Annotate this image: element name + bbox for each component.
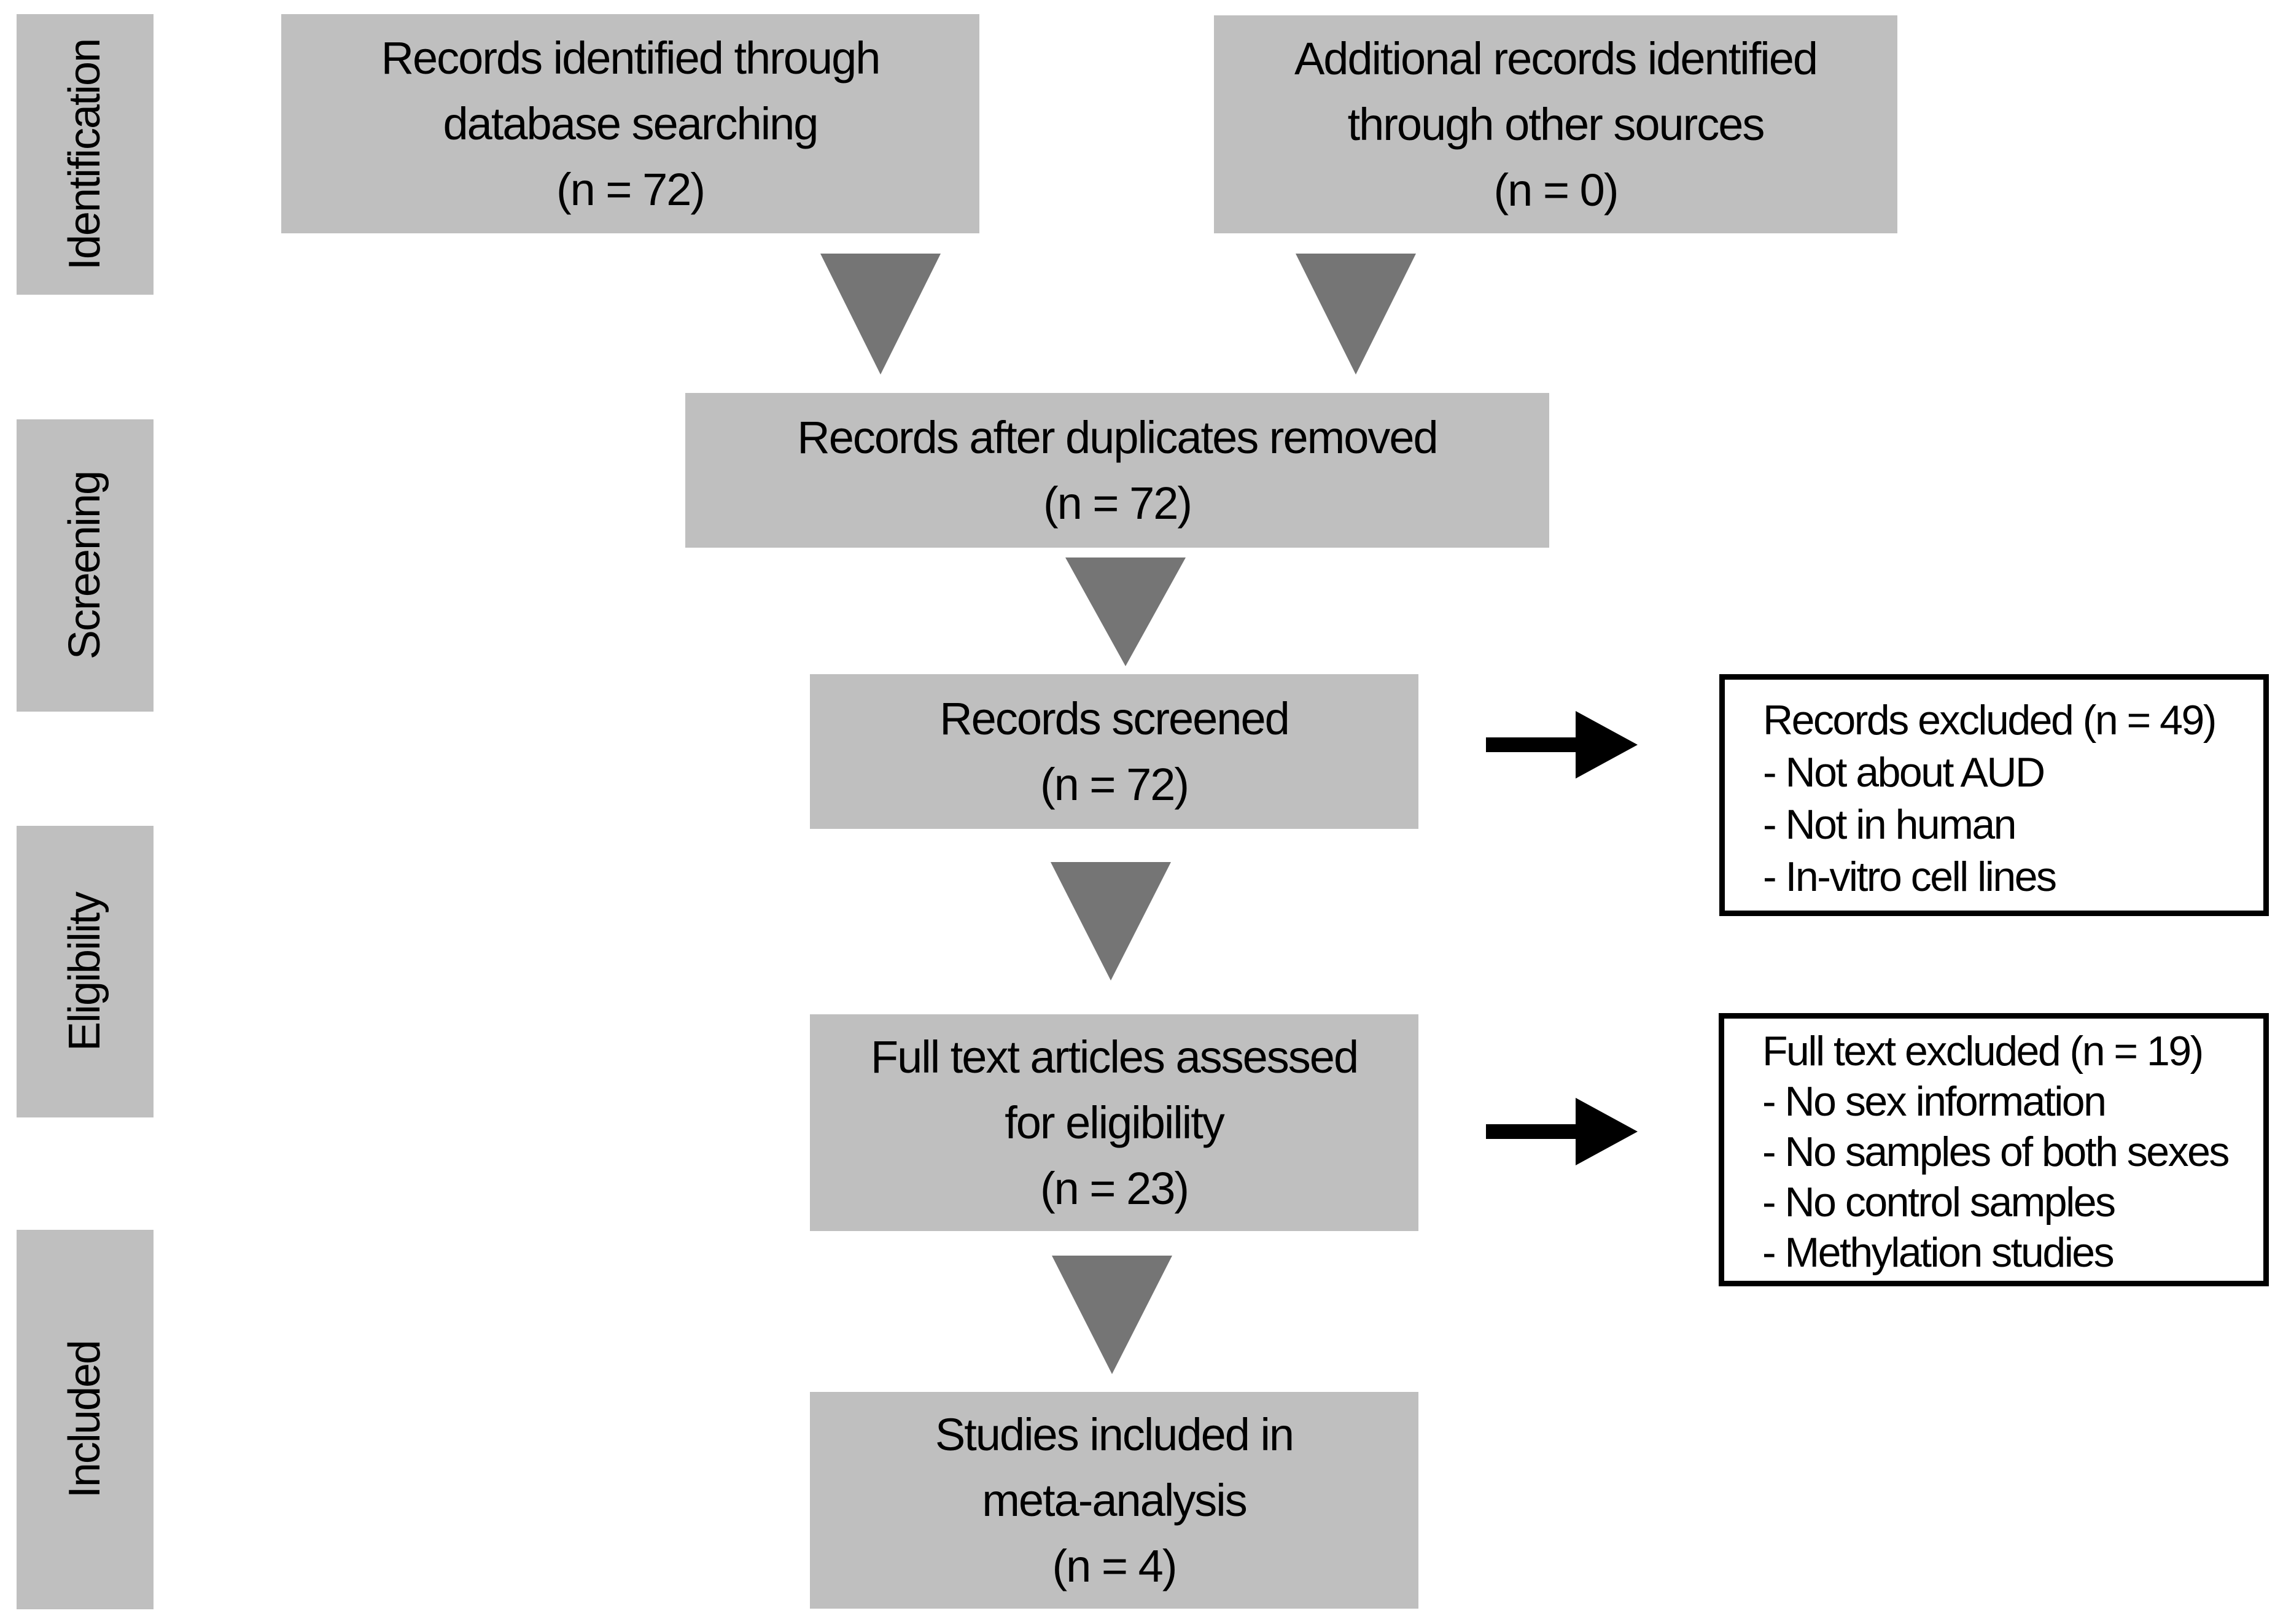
box-studies-included: Studies included in meta-analysis (n = 4…: [810, 1392, 1418, 1609]
box-additional-records: Additional records identified through ot…: [1214, 15, 1897, 233]
box-line: through other sources: [1347, 99, 1765, 150]
stage-label-text: Screening: [60, 471, 110, 660]
exclusion-item: - Not in human: [1763, 801, 2016, 848]
right-arrow-icon: [1486, 737, 1576, 752]
box-line: Records screened: [939, 693, 1290, 744]
stage-label-eligibility: Eligibility: [17, 826, 154, 1117]
box-line: (n = 4): [1052, 1540, 1178, 1591]
box-line: (n = 0): [1493, 165, 1619, 216]
box-records-identified: Records identified through database sear…: [281, 14, 979, 233]
box-line: Full text articles assessed: [870, 1032, 1359, 1082]
box-line: meta-analysis: [982, 1475, 1248, 1526]
right-arrow-head-icon: [1576, 711, 1638, 779]
box-line: Records identified through: [381, 33, 881, 84]
box-duplicates-removed: Records after duplicates removed (n = 72…: [685, 393, 1549, 548]
box-records-screened: Records screened (n = 72): [810, 674, 1418, 829]
down-arrow-icon: [1065, 558, 1186, 666]
box-line: (n = 72): [1040, 759, 1189, 810]
down-arrow-icon: [820, 254, 941, 375]
stage-label-identification: Identification: [17, 14, 154, 295]
stage-label-text: Eligibility: [60, 892, 110, 1051]
box-full-text-assessed: Full text articles assessed for eligibil…: [810, 1014, 1418, 1231]
box-line: (n = 72): [1043, 478, 1192, 529]
down-arrow-icon: [1296, 254, 1416, 375]
box-line: database searching: [443, 98, 819, 149]
box-line: (n = 23): [1040, 1163, 1189, 1214]
exclusion-item: - Not about AUD: [1763, 749, 2045, 796]
full-text-excluded-box: Full text excluded (n = 19) - No sex inf…: [1719, 1013, 2269, 1286]
box-line: Studies included in: [935, 1409, 1294, 1460]
exclusion-title: Full text excluded (n = 19): [1762, 1028, 2204, 1074]
exclusion-item: - Methylation studies: [1762, 1229, 2115, 1276]
exclusion-item: - In-vitro cell lines: [1763, 853, 2057, 900]
exclusion-item: - No control samples: [1762, 1179, 2116, 1226]
exclusion-item: - No sex information: [1762, 1078, 2107, 1125]
down-arrow-icon: [1051, 862, 1171, 981]
stage-label-text: Included: [60, 1340, 110, 1499]
box-line: (n = 72): [556, 164, 706, 215]
exclusion-item: - No samples of both sexes: [1762, 1129, 2230, 1175]
box-line: Additional records identified: [1294, 33, 1818, 84]
right-arrow-head-icon: [1576, 1098, 1638, 1165]
stage-label-screening: Screening: [17, 419, 154, 712]
box-line: Records after duplicates removed: [797, 412, 1438, 463]
right-arrow-icon: [1486, 1124, 1576, 1139]
exclusion-title: Records excluded (n = 49): [1763, 697, 2217, 744]
stage-label-text: Identification: [60, 39, 110, 270]
box-line: for eligibility: [1005, 1097, 1225, 1148]
stage-label-included: Included: [17, 1230, 154, 1609]
records-excluded-box: Records excluded (n = 49) - Not about AU…: [1719, 674, 2269, 916]
down-arrow-icon: [1052, 1256, 1172, 1374]
